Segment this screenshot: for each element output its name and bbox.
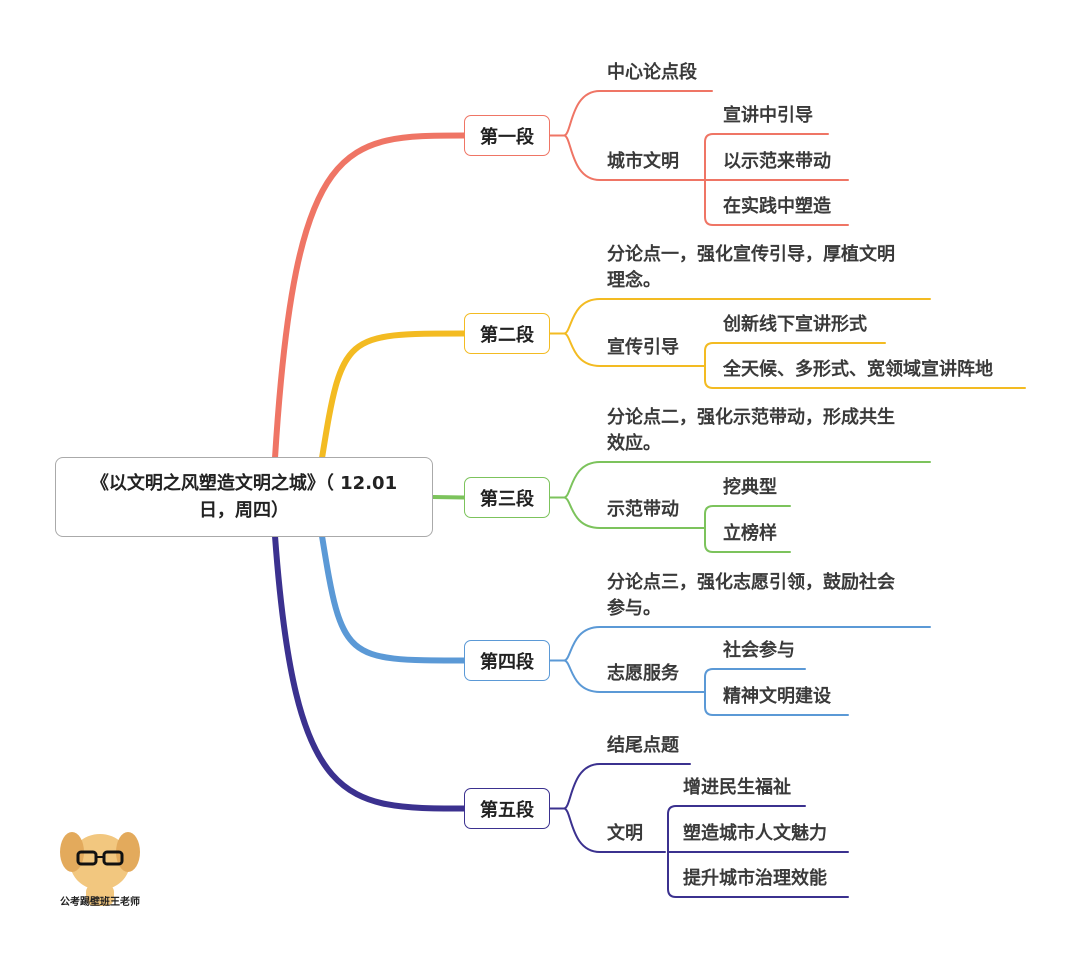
main-branch bbox=[272, 533, 467, 812]
child-text[interactable]: 提升城市治理效能 bbox=[683, 868, 827, 889]
child-text[interactable]: 在实践中塑造 bbox=[723, 196, 831, 217]
point-text[interactable]: 结尾点题 bbox=[607, 735, 679, 756]
branch-line bbox=[549, 90, 713, 137]
section-node-5[interactable]: 第五段 bbox=[464, 788, 550, 829]
child-line bbox=[704, 342, 886, 367]
child-line bbox=[704, 179, 849, 226]
topic-text[interactable]: 示范带动 bbox=[607, 499, 679, 520]
root-title-line1: 《以文明之风塑造文明之城》（ 12.01 bbox=[90, 473, 398, 494]
child-line bbox=[704, 691, 849, 716]
root-node[interactable]: 《以文明之风塑造文明之城》（ 12.01 日，周四） bbox=[55, 457, 433, 537]
child-text[interactable]: 全天候、多形式、宽领域宣讲阵地 bbox=[723, 359, 993, 380]
child-line bbox=[704, 133, 829, 181]
topic-text[interactable]: 宣传引导 bbox=[607, 337, 679, 358]
section-node-1[interactable]: 第一段 bbox=[464, 115, 550, 156]
main-branch bbox=[319, 533, 467, 664]
point-text[interactable]: 效应。 bbox=[607, 433, 661, 454]
main-branch bbox=[272, 132, 467, 461]
child-text[interactable]: 宣讲中引导 bbox=[723, 105, 813, 126]
main-branch bbox=[319, 330, 467, 461]
point-text[interactable]: 分论点一，强化宣传引导，厚植文明 bbox=[607, 244, 895, 265]
watermark-text: 公考踢壁班王老师 bbox=[60, 897, 140, 908]
branch-line bbox=[549, 659, 706, 693]
child-line bbox=[667, 851, 849, 898]
child-line bbox=[704, 527, 791, 553]
branch-line bbox=[549, 496, 706, 529]
section-node-3[interactable]: 第三段 bbox=[464, 477, 550, 518]
child-line bbox=[704, 365, 1026, 389]
child-text[interactable]: 增进民生福祉 bbox=[683, 777, 791, 798]
child-line bbox=[704, 505, 791, 529]
main-branch bbox=[431, 495, 466, 500]
point-text[interactable]: 分论点二，强化示范带动，形成共生 bbox=[607, 407, 895, 428]
branch-line bbox=[549, 134, 706, 181]
branch-line bbox=[549, 807, 666, 853]
section-node-2[interactable]: 第二段 bbox=[464, 313, 550, 354]
point-text[interactable]: 理念。 bbox=[607, 270, 661, 291]
branch-line bbox=[549, 763, 691, 810]
child-text[interactable]: 塑造城市人文魅力 bbox=[683, 823, 827, 844]
topic-text[interactable]: 志愿服务 bbox=[607, 663, 679, 684]
child-text[interactable]: 社会参与 bbox=[723, 640, 795, 661]
child-text[interactable]: 挖典型 bbox=[723, 477, 777, 498]
child-line bbox=[667, 805, 806, 853]
point-text[interactable]: 分论点三，强化志愿引领，鼓励社会 bbox=[607, 572, 895, 593]
root-title-line2: 日，周四） bbox=[199, 500, 289, 521]
child-line bbox=[704, 668, 806, 693]
topic-text[interactable]: 文明 bbox=[607, 823, 643, 844]
child-text[interactable]: 创新线下宣讲形式 bbox=[723, 314, 867, 335]
branch-line bbox=[549, 332, 706, 367]
child-text[interactable]: 以示范来带动 bbox=[723, 151, 831, 172]
topic-text[interactable]: 城市文明 bbox=[607, 151, 679, 172]
point-text[interactable]: 中心论点段 bbox=[607, 62, 697, 83]
dog-mascot-logo bbox=[60, 832, 140, 906]
point-text[interactable]: 参与。 bbox=[607, 598, 661, 619]
child-text[interactable]: 立榜样 bbox=[723, 523, 777, 544]
child-text[interactable]: 精神文明建设 bbox=[723, 686, 831, 707]
section-node-4[interactable]: 第四段 bbox=[464, 640, 550, 681]
